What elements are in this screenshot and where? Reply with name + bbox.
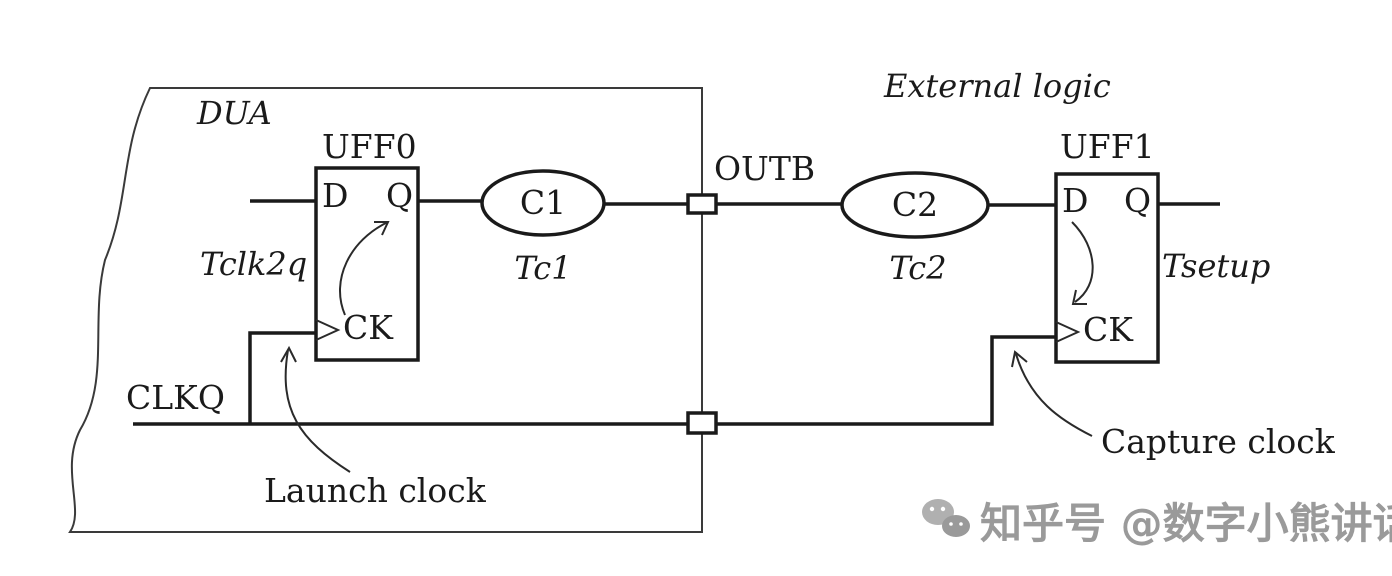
capture-clock-wire xyxy=(716,335,1056,426)
launch-clock-wire xyxy=(248,331,316,424)
uff1-q-pin: Q xyxy=(1124,181,1151,220)
c2-logic xyxy=(840,171,990,239)
uff1-label: UFF1 xyxy=(1060,127,1155,166)
launch-clock-arrow xyxy=(284,349,351,473)
clkq-port xyxy=(686,411,718,435)
clk2q-arrow xyxy=(339,221,389,316)
capture-clock-label: Capture clock xyxy=(1101,422,1336,461)
launch-clock-arrowhead xyxy=(280,345,297,363)
c2-label: C2 xyxy=(892,185,938,224)
external-logic-label: External logic xyxy=(883,67,1111,105)
tsetup-label: Tsetup xyxy=(1162,247,1270,285)
c1-label: C1 xyxy=(520,183,566,222)
tc2-label: Tc2 xyxy=(889,249,946,287)
c1-logic xyxy=(480,169,606,237)
clkq-label: CLKQ xyxy=(126,378,225,417)
wechat-icon xyxy=(922,499,970,537)
setup-arrow xyxy=(1071,221,1094,303)
uff0-ck-pin: CK xyxy=(343,308,394,347)
uff0-q-pin: Q xyxy=(386,176,413,215)
uff1-clock-triangle xyxy=(1055,321,1081,343)
tclk2q-label: Tclk2q xyxy=(200,245,307,283)
uff0-d-pin: D xyxy=(322,176,348,215)
outb-port xyxy=(686,193,718,215)
uff1-ck-pin: CK xyxy=(1083,310,1134,349)
outb-label: OUTB xyxy=(714,149,815,188)
launch-clock-label: Launch clock xyxy=(264,471,487,510)
uff0-clock-triangle xyxy=(315,319,341,341)
dua-boundary xyxy=(68,87,703,533)
uff1-d-pin: D xyxy=(1062,181,1088,220)
capture-clock-arrow xyxy=(1015,353,1093,437)
tc1-label: Tc1 xyxy=(514,249,571,287)
capture-clock-arrowhead xyxy=(1011,350,1028,368)
clk2q-arrowhead xyxy=(374,221,390,236)
uff0-label: UFF0 xyxy=(322,127,417,166)
setup-arrowhead xyxy=(1071,289,1087,305)
watermark-text: 知乎号 @数字小熊讲话 xyxy=(980,499,1392,548)
dua-label: DUA xyxy=(196,94,272,132)
